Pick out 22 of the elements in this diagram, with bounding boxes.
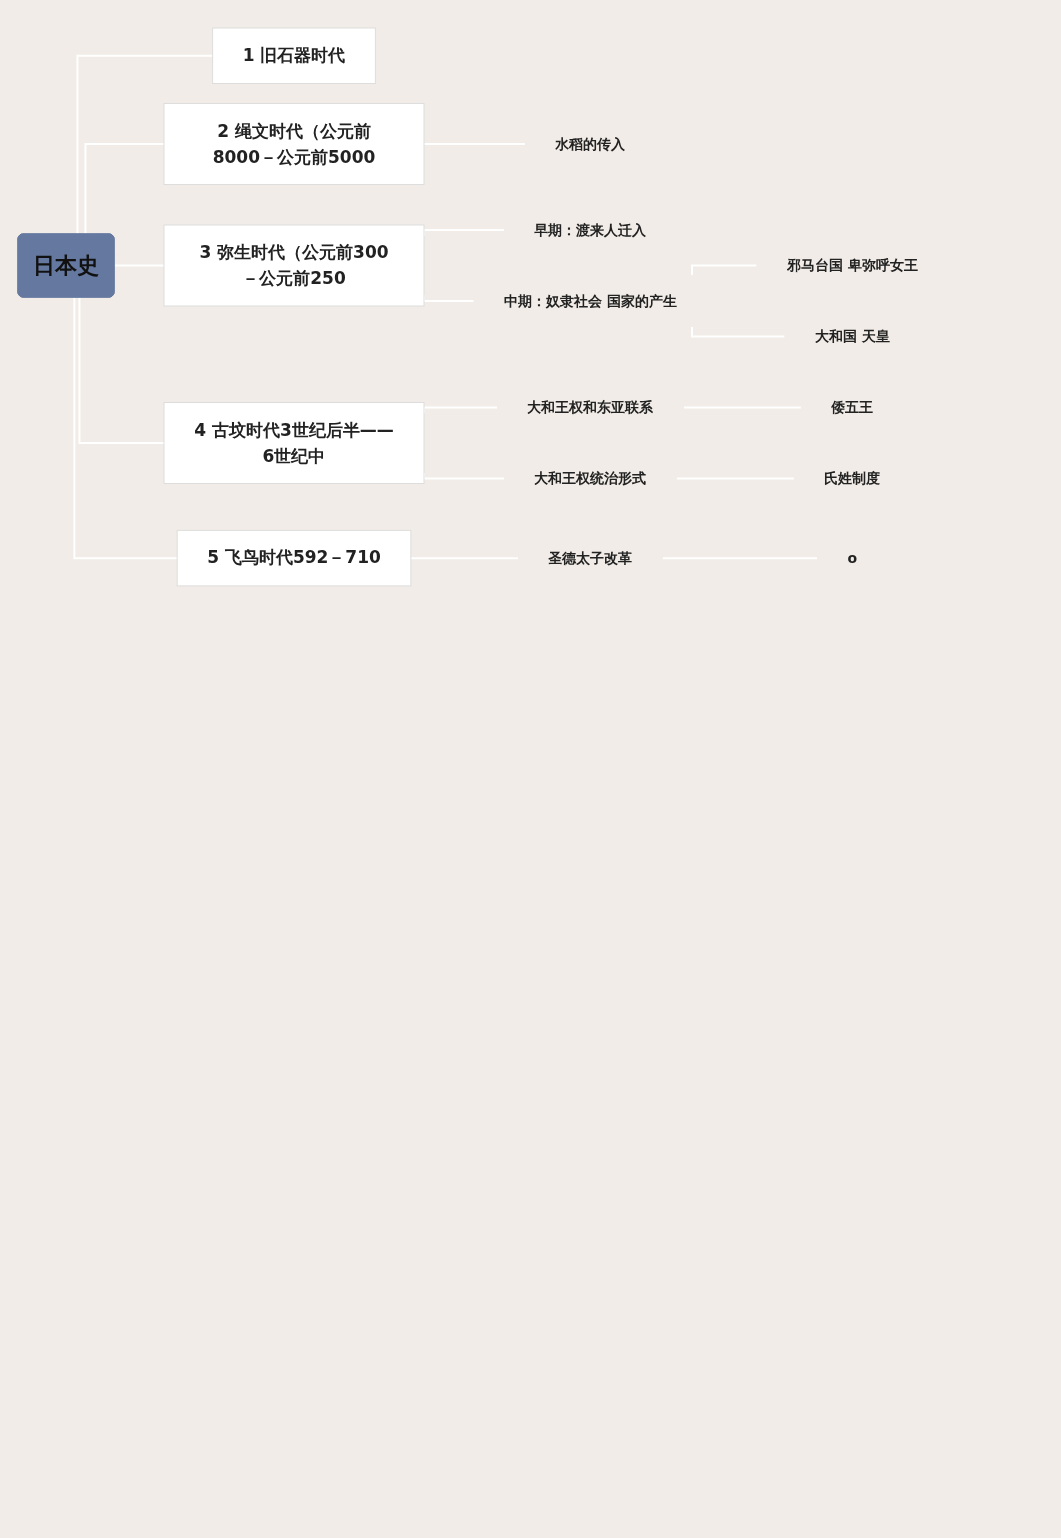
node-text: 倭五王 [831,399,874,415]
node-box: 3 弥生时代（公元前300－公元前250 [163,224,425,307]
connector [84,143,165,236]
node-box: 2 绳文时代（公元前8000－公元前5000 [163,103,425,185]
node-text: 大和王权统治形式 [534,470,647,486]
connector [76,54,214,236]
node-box: 1 旧石器时代 [212,27,376,84]
connector [73,296,179,560]
node-text: o [847,549,858,566]
connector [691,325,786,338]
node-text: 大和王权和东亚联系 [527,399,654,415]
connector [691,264,758,277]
node-box: 5 飞鸟时代592－710 [176,529,412,587]
node-text: 早期：渡来人迁入 [534,221,647,238]
node-text: 氏姓制度 [824,470,881,486]
node-text: 中期：奴隶社会 国家的产生 [504,292,677,309]
node-text: 邪马台国 卑弥呼女王 [786,257,918,273]
node-text: 大和国 天皇 [814,328,890,344]
node-text: 圣德太子改革 [548,549,633,566]
node-text: 水稻的传入 [555,135,626,152]
node-box: 4 古坟时代3世纪后半——6世纪中 [163,402,425,484]
connector [78,296,165,444]
